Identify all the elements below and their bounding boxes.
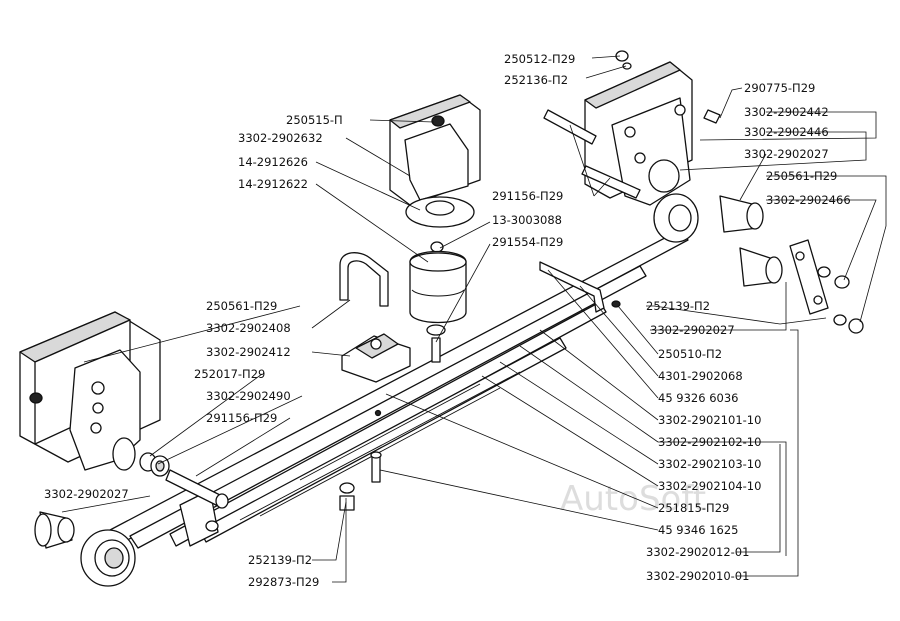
label-3302-2902446: 3302-2902446 — [744, 125, 829, 139]
label-250561-p29-right: 250561-П29 — [766, 169, 837, 183]
label-250515-p: 250515-П — [286, 113, 343, 127]
label-45-9346-1625: 45 9346 1625 — [658, 523, 738, 537]
label-14-2912626: 14-2912626 — [238, 155, 308, 169]
label-3302-2902027-top: 3302-2902027 — [744, 147, 829, 161]
u-bolt — [339, 252, 389, 307]
rear-spring-clamp — [539, 261, 621, 313]
label-291156-p29-top: 291156-П29 — [492, 189, 563, 203]
part-labels: 250512-П29 252136-П2 290775-П29 3302-290… — [44, 52, 851, 589]
label-3302-2902412: 3302-2902412 — [206, 345, 291, 359]
label-290775-p29: 290775-П29 — [744, 81, 815, 95]
label-14-2912622: 14-2912622 — [238, 177, 308, 191]
leaf-spring-pack — [109, 229, 689, 549]
label-291156-p29-left: 291156-П29 — [206, 411, 277, 425]
label-252136-p2: 252136-П2 — [504, 73, 568, 87]
watermark: AutoSoft — [560, 479, 706, 519]
front-frame-bracket — [19, 311, 161, 471]
center-bolt — [339, 451, 382, 511]
label-252139-p2-bottom: 252139-П2 — [248, 553, 312, 567]
label-3302-2902027-mid: 3302-2902027 — [650, 323, 735, 337]
shackle-plate — [789, 239, 864, 334]
bump-stop-assembly — [389, 94, 481, 363]
label-3302-2902442: 3302-2902442 — [744, 105, 829, 119]
label-3302-2902027-left: 3302-2902027 — [44, 487, 129, 501]
front-eye-bushing — [80, 529, 136, 587]
label-291554-p29: 291554-П29 — [492, 235, 563, 249]
label-252139-p2-right: 252139-П2 — [646, 299, 710, 313]
label-4301-2902068: 4301-2902068 — [658, 369, 743, 383]
label-251815-p29: 251815-П29 — [658, 501, 729, 515]
label-250561-p29-left: 250561-П29 — [206, 299, 277, 313]
label-250512-p29: 250512-П29 — [504, 52, 575, 66]
loose-bushings-right — [719, 195, 783, 287]
loose-bushing-left — [34, 511, 75, 549]
leader-lines — [61, 55, 887, 583]
label-3302-2902466: 3302-2902466 — [766, 193, 851, 207]
label-3302-2902012-01: 3302-2902012-01 — [646, 545, 749, 559]
rear-eye-bushing — [653, 193, 699, 243]
label-250510-p2: 250510-П2 — [658, 347, 722, 361]
label-3302-2902101-10: 3302-2902101-10 — [658, 413, 761, 427]
label-3302-2902102-10: 3302-2902102-10 — [658, 435, 761, 449]
label-3302-2902408: 3302-2902408 — [206, 321, 291, 335]
rear-frame-bracket — [543, 50, 721, 206]
label-3302-2902010-01: 3302-2902010-01 — [646, 569, 749, 583]
label-3302-2902103-10: 3302-2902103-10 — [658, 457, 761, 471]
spring-pad — [341, 333, 411, 383]
label-45-9326-6036: 45 9326 6036 — [658, 391, 738, 405]
front-spring-clamp — [179, 489, 219, 547]
label-3302-2902632: 3302-2902632 — [238, 131, 323, 145]
label-3302-2902104-10: 3302-2902104-10 — [658, 479, 761, 493]
label-292873-p29: 292873-П29 — [248, 575, 319, 589]
label-252017-p29: 252017-П29 — [194, 367, 265, 381]
label-3302-2902490: 3302-2902490 — [206, 389, 291, 403]
label-13-3003088: 13-3003088 — [492, 213, 562, 227]
